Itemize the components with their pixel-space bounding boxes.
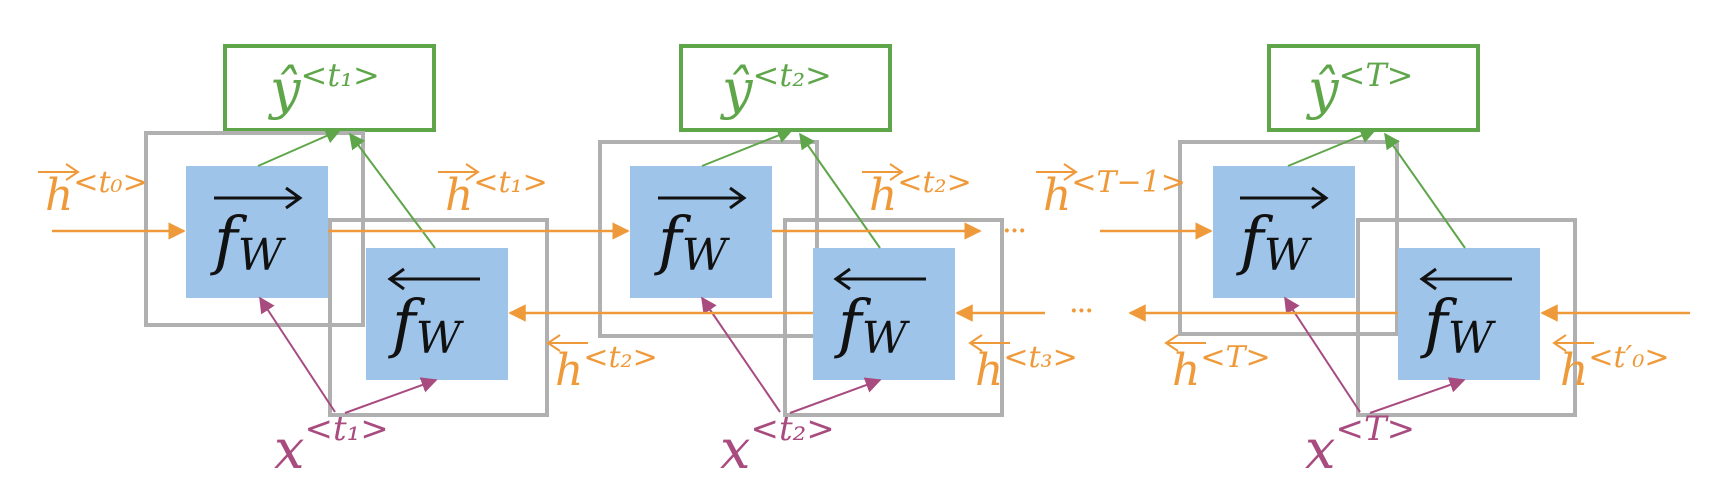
input-label: x<T> bbox=[1305, 409, 1415, 481]
forward-state-label-2: h<t₁> bbox=[438, 163, 548, 221]
forward-cell-vector-arrowhead bbox=[1311, 186, 1329, 210]
input-label: x<t₁> bbox=[274, 409, 389, 481]
backward-cell-vector-arrowhead bbox=[1419, 267, 1437, 291]
forward-cell-frame bbox=[598, 140, 819, 338]
forward-to-output-arrow bbox=[1287, 128, 1377, 167]
backward-state-label-3: h<T> bbox=[1164, 334, 1271, 396]
svg-text:h<t₁>: h<t₁> bbox=[445, 165, 548, 221]
backward-to-output-arrow bbox=[349, 132, 436, 249]
backward-cell bbox=[813, 248, 955, 380]
backward-cell-vector-arrowhead bbox=[833, 267, 851, 291]
forward-cell-label: fW bbox=[1236, 204, 1313, 281]
backward-cell-vector-arrowhead bbox=[387, 267, 405, 291]
timestep-1: ŷ<t₁> fW fW x<t₁> bbox=[144, 44, 549, 481]
svg-text:h<T>: h<T> bbox=[1172, 340, 1271, 396]
timestep-T: ŷ<T> fW fW x<T> bbox=[1178, 44, 1577, 481]
backward-state-label-4: h<t′₀> bbox=[1552, 334, 1670, 396]
forward-ellipsis: ··· bbox=[1003, 218, 1026, 244]
forward-cell-frame bbox=[144, 131, 365, 327]
backward-to-output-arrow bbox=[1384, 132, 1466, 249]
forward-cell-vector-arrowhead bbox=[729, 186, 747, 210]
svg-text:h<t₃>: h<t₃> bbox=[975, 340, 1078, 396]
forward-cell bbox=[630, 166, 772, 298]
backward-cell-label: fW bbox=[834, 287, 911, 364]
forward-to-output-arrow bbox=[701, 127, 794, 167]
backward-ellipsis: ··· bbox=[1070, 298, 1093, 324]
backward-cell bbox=[366, 248, 508, 380]
input-to-forward-arrow bbox=[701, 296, 781, 413]
output-label: ŷ<T> bbox=[1306, 56, 1413, 121]
forward-cell-vector-arrowhead bbox=[285, 186, 303, 210]
forward-state-label-4: h<T−1> bbox=[1036, 163, 1186, 221]
forward-state-label-1: h<t₀> bbox=[38, 163, 148, 221]
input-to-forward-arrow bbox=[1284, 296, 1361, 413]
forward-state-labels: h<t₀> h<t₁> h<t₂> h<T−1> bbox=[38, 163, 1186, 221]
output-label: ŷ<t₂> bbox=[720, 56, 832, 121]
input-label: x<t₂> bbox=[720, 409, 835, 481]
svg-text:h<t₂>: h<t₂> bbox=[555, 340, 658, 396]
input-to-forward-arrow bbox=[259, 296, 336, 413]
svg-text:h<T−1>: h<T−1> bbox=[1043, 165, 1186, 221]
timestep-2: ŷ<t₂> fW fW x<t₂> bbox=[598, 44, 1004, 481]
svg-text:h<t₀>: h<t₀> bbox=[45, 165, 148, 221]
forward-cell-frame bbox=[1178, 140, 1399, 336]
svg-text:h<t₂>: h<t₂> bbox=[869, 165, 972, 221]
backward-state-labels: h<t₂> h<t₃> h<T> h<t′₀> bbox=[546, 334, 1670, 396]
backward-to-output-arrow bbox=[799, 132, 881, 249]
forward-to-output-arrow bbox=[257, 128, 342, 167]
backward-cell-frame bbox=[783, 218, 1004, 417]
backward-cell-frame bbox=[328, 218, 549, 417]
backward-state-label-2: h<t₃> bbox=[968, 334, 1078, 396]
forward-state-label-3: h<t₂> bbox=[862, 163, 972, 221]
backward-cell-label: fW bbox=[388, 287, 465, 364]
input-to-backward-arrow bbox=[1369, 377, 1466, 414]
backward-state-label-1: h<t₂> bbox=[546, 334, 658, 396]
input-to-backward-arrow bbox=[344, 377, 438, 414]
svg-text:h<t′₀>: h<t′₀> bbox=[1560, 340, 1670, 396]
forward-cell bbox=[1213, 166, 1355, 298]
forward-cell bbox=[186, 166, 328, 298]
input-to-backward-arrow bbox=[789, 377, 882, 414]
backward-cell bbox=[1398, 248, 1540, 380]
backward-cell-frame bbox=[1356, 218, 1577, 417]
output-label: ŷ<t₁> bbox=[268, 56, 380, 121]
